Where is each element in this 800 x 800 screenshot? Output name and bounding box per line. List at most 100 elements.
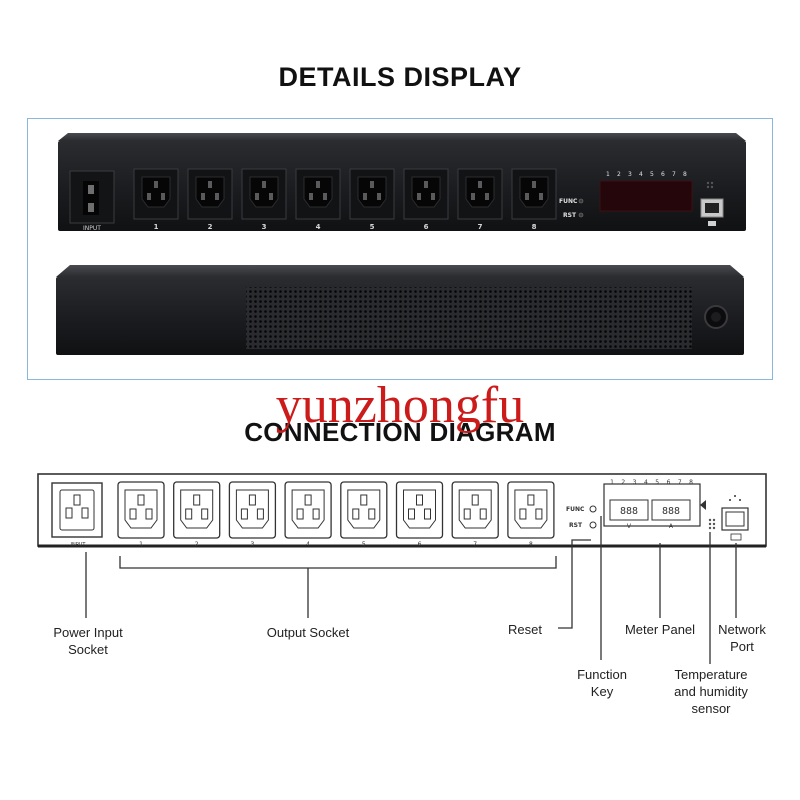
- output-socket-photo-6[interactable]: [403, 168, 449, 220]
- diagram-output-socket-1: [117, 481, 165, 539]
- diagram-led-indicators: [608, 488, 695, 496]
- diagram-output-socket-2: [173, 481, 221, 539]
- input-socket-photo: [69, 170, 115, 224]
- outlet-number-photo-7: 7: [478, 223, 483, 231]
- callout-output-socket: Output Socket: [266, 625, 350, 640]
- led-number-photo-2: 2: [617, 171, 621, 178]
- output-socket-photo-2[interactable]: [187, 168, 233, 220]
- watermark-text: yunzhongfu: [275, 377, 525, 434]
- connection-diagram-title: CONNECTION DIAGRAM: [244, 417, 556, 447]
- input-label-photo: INPUT: [83, 225, 101, 232]
- outlet-number-photo-3: 3: [262, 223, 267, 231]
- led-number-photo-5: 5: [650, 171, 654, 178]
- meter-display-photo: [599, 180, 693, 212]
- callout-temp-line2: and humidity: [674, 684, 748, 699]
- callout-power-input-line1: Power Input: [53, 625, 123, 640]
- diagram-output-socket-3: [228, 481, 277, 539]
- callout-temp-line3: sensor: [691, 701, 731, 716]
- callout-function-key-line1: Function: [577, 667, 627, 682]
- output-socket-photo-1[interactable]: [133, 168, 179, 220]
- callout-meter-panel: Meter Panel: [624, 622, 696, 637]
- diagram-led-number-7: 7: [678, 479, 682, 486]
- diagram-volt-digits: 888: [620, 506, 638, 517]
- diagram-outlet-number-5: 5: [362, 541, 366, 548]
- diagram-outlet-number-2: 2: [195, 541, 199, 548]
- func-button-photo[interactable]: [578, 198, 584, 204]
- diagram-output-socket-8: [507, 481, 555, 539]
- diagram-func-label: FUNC: [566, 506, 585, 513]
- led-number-photo-1: 1: [606, 171, 610, 178]
- diagram-led-1: [608, 488, 616, 496]
- callout-temperature-sensor: Temperature and humidity sensor: [656, 666, 766, 717]
- diagram-volt-label: ~V~: [622, 523, 636, 530]
- diagram-led-6: [665, 488, 672, 496]
- led-number-photo-3: 3: [628, 171, 632, 178]
- diagram-network-icon: [730, 533, 742, 541]
- output-socket-photo-4[interactable]: [295, 168, 341, 220]
- diagram-network-port: [721, 495, 749, 541]
- diagram-output-socket-4: [284, 481, 332, 539]
- callout-function-key-line2: Key: [590, 684, 614, 699]
- details-display-title: DETAILS DISPLAY: [278, 62, 522, 92]
- diagram-input-label: INPUT: [71, 542, 87, 548]
- output-socket-photo-5[interactable]: [349, 168, 395, 220]
- pdu-rear-view: [56, 265, 744, 355]
- network-icon: [708, 221, 716, 226]
- network-port-photo[interactable]: [700, 198, 724, 226]
- led-number-photo-4: 4: [639, 171, 643, 178]
- callout-network-port-line1: Network: [718, 622, 766, 637]
- led-number-photo-8: 8: [683, 171, 687, 178]
- outlet-number-photo-5: 5: [370, 223, 375, 231]
- diagram-led-2: [620, 488, 627, 496]
- diagram-led-number-2: 2: [621, 479, 625, 486]
- rst-label-photo: RST: [563, 212, 577, 219]
- diagram-outlet-number-8: 8: [529, 541, 533, 548]
- diagram-led-7: [676, 488, 684, 496]
- diagram-outlet-number-4: 4: [306, 541, 310, 548]
- output-socket-photo-8[interactable]: [511, 168, 557, 220]
- diagram-output-socket-6: [395, 481, 444, 539]
- diagram-meter-panel: [603, 483, 701, 527]
- diagram-device-outline: [37, 473, 767, 547]
- rst-button-photo[interactable]: [578, 212, 584, 218]
- diagram-led-number-4: 4: [644, 479, 648, 486]
- diagram-led-3: [631, 488, 638, 496]
- diagram-func-button[interactable]: [589, 505, 597, 513]
- diagram-led-5: [653, 488, 661, 496]
- outlet-number-photo-2: 2: [208, 223, 213, 231]
- ventilation-grille: [246, 287, 692, 349]
- diagram-input-socket: [51, 482, 103, 538]
- callout-temp-line1: Temperature: [674, 667, 748, 682]
- diagram-rst-button[interactable]: [589, 521, 597, 529]
- diagram-output-socket-5: [340, 481, 388, 539]
- outlet-number-photo-8: 8: [532, 223, 537, 231]
- outlet-number-photo-6: 6: [424, 223, 429, 231]
- diagram-amp-label: ~A~: [664, 523, 678, 530]
- diagram-outlet-number-1: 1: [139, 541, 143, 548]
- output-socket-photo-3[interactable]: [241, 168, 287, 220]
- diagram-led-number-5: 5: [655, 479, 659, 486]
- callout-lines: [85, 516, 737, 664]
- callout-function-key: Function Key: [566, 666, 638, 700]
- diagram-led-number-1: 1: [610, 479, 614, 486]
- outlet-number-photo-1: 1: [154, 223, 159, 231]
- callout-network-port-line2: Port: [730, 639, 754, 654]
- callout-network-port: Network Port: [708, 621, 776, 655]
- diagram-led-4: [642, 488, 650, 496]
- led-number-photo-7: 7: [672, 171, 676, 178]
- diagram-outlet-number-7: 7: [473, 541, 477, 548]
- callout-power-input: Power Input Socket: [36, 624, 140, 658]
- output-socket-photo-7[interactable]: [457, 168, 503, 220]
- diagram-led-8: [687, 488, 695, 496]
- diagram-led-number-8: 8: [689, 479, 693, 486]
- diagram-led-number-6: 6: [667, 479, 671, 486]
- diagram-outlet-number-6: 6: [418, 541, 422, 548]
- led-number-photo-6: 6: [661, 171, 665, 178]
- callout-power-input-line2: Socket: [68, 642, 108, 657]
